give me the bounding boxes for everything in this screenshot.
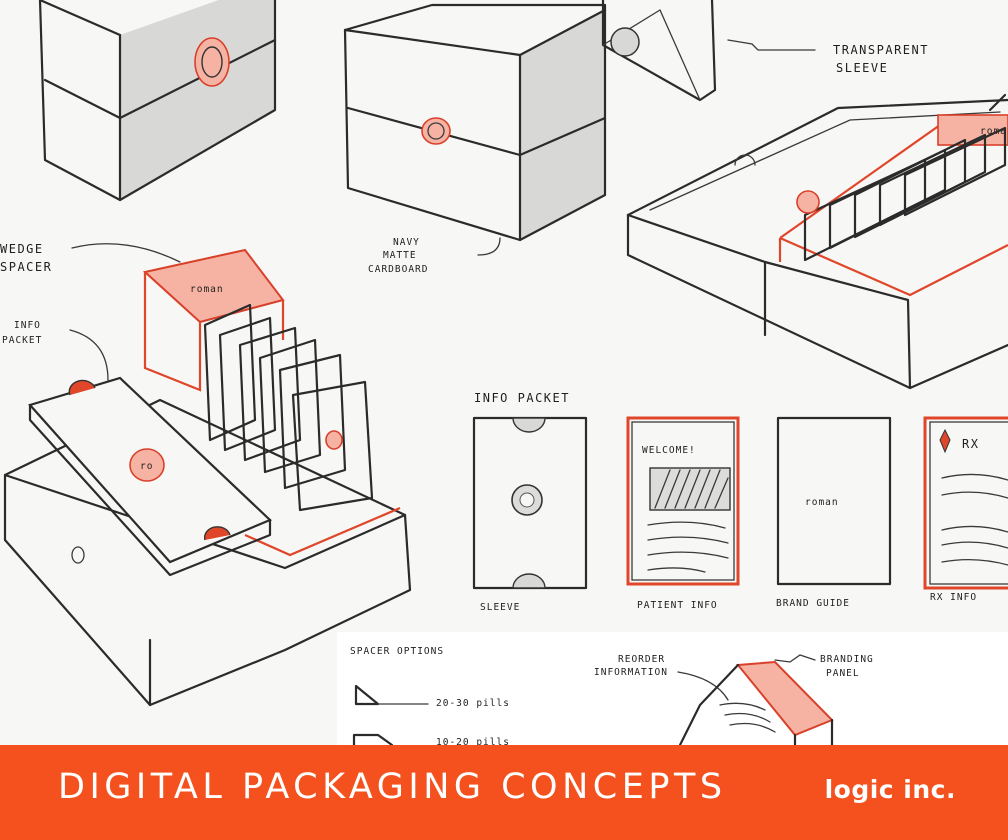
banner-title: DIGITAL PACKAGING CONCEPTS — [58, 767, 727, 807]
rx-info-card: RX — [923, 416, 1008, 590]
transparent-sleeve-sketch: TRANSPARENT SLEEVE — [601, 0, 929, 102]
reorder-box-sketch — [678, 660, 834, 747]
sleeve-card — [472, 416, 588, 590]
label-navy-2: MATTE — [383, 250, 417, 261]
label-wedge-1: WEDGE — [0, 242, 44, 256]
patient-info-card: WELCOME! — [626, 416, 740, 586]
patient-info-caption: PATIENT INFO — [637, 600, 718, 611]
lid-label: roma — [980, 126, 1007, 137]
rx-info-caption: RX INFO — [930, 592, 977, 603]
rx-text: RX — [962, 437, 979, 451]
label-reorder-1: REORDER — [618, 654, 665, 665]
label-info-2: PACKET — [2, 335, 42, 346]
spacer-option-10-20: 10-20 pills — [436, 737, 510, 748]
brand-logo: logic inc. — [824, 775, 956, 804]
open-box-sketch-right: roma — [626, 93, 1008, 390]
box-sketch-top-left — [38, 0, 277, 202]
box-sketch-navy-matte — [343, 3, 607, 242]
tab-ro-text: ro — [140, 461, 153, 472]
title-banner: DIGITAL PACKAGING CONCEPTS logic inc. — [0, 745, 1008, 840]
sleeve-caption: SLEEVE — [480, 602, 520, 613]
label-transparent-2: SLEEVE — [836, 61, 888, 75]
info-packet-heading: INFO PACKET — [474, 391, 570, 405]
label-navy-3: CARDBOARD — [368, 264, 428, 275]
brand-guide-card: roman — [776, 416, 892, 586]
spacer-options-heading: SPACER OPTIONS — [350, 646, 444, 657]
brand-guide-word: roman — [805, 497, 839, 508]
label-navy-1: NAVY — [393, 237, 420, 248]
label-branding-1: BRANDING — [820, 654, 874, 665]
spacer-option-20-30: 20-30 pills — [436, 698, 510, 709]
label-wedge-2: SPACER — [0, 260, 52, 274]
label-reorder-2: INFORMATION — [594, 667, 668, 678]
welcome-text: WELCOME! — [642, 445, 696, 456]
spacer-label: roman — [190, 284, 224, 295]
label-transparent-1: TRANSPARENT — [833, 43, 929, 57]
brand-guide-caption: BRAND GUIDE — [776, 598, 850, 609]
box-sketch-assembly: roman ro — [3, 248, 412, 707]
label-info-1: INFO — [14, 320, 41, 331]
label-branding-2: PANEL — [826, 668, 860, 679]
spacer-options-panel — [337, 632, 1008, 752]
